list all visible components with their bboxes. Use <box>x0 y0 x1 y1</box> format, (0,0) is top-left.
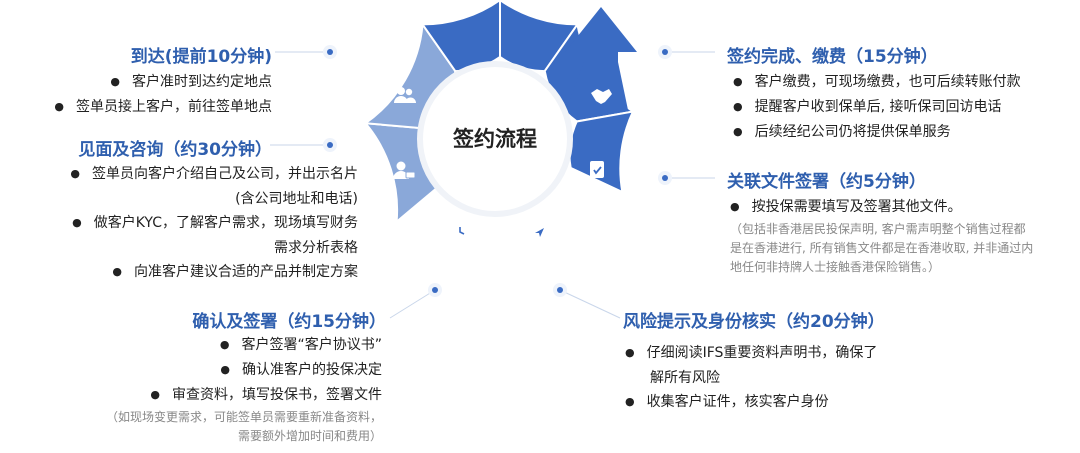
step-title: 确认及签署（约15分钟） <box>192 312 386 332</box>
connector-dot-center <box>432 287 438 293</box>
step-confirm: 确认及签署（约15分钟） <box>100 307 386 332</box>
connector-dot-center <box>662 175 668 181</box>
list-item: 后续经纪公司仍将提供保单服务 <box>733 120 1073 145</box>
note-line: 地任何非持牌人士接触香港保险销售。） <box>730 260 941 274</box>
step-arrival-items: 客户准时到达约定地点 签单员接上客户，前往签单地点 <box>0 70 272 120</box>
list-item: 确认准客户的投保决定 <box>20 358 382 383</box>
arrow-head <box>565 7 637 62</box>
step-title: 见面及咨询（约30分钟） <box>78 140 272 160</box>
list-item: 提醒客户收到保单后, 接听保司回访电话 <box>733 95 1073 120</box>
list-item: 向准客户建议合适的产品并制定方案 <box>0 260 358 285</box>
step-complete-payment-items: 客户缴费，可现场缴费，也可后续转账付款 提醒客户收到保单后, 接听保司回访电话 … <box>733 70 1073 145</box>
list-item: 解所有风险 <box>650 370 720 386</box>
list-item: 按投保需要填写及签署其他文件。 <box>730 195 1075 220</box>
step-risk: 风险提示及身份核实（约20分钟） <box>623 307 923 332</box>
handshake-icon <box>591 89 612 104</box>
note-line: （包括非香港居民投保声明, 客户需声明整个销售过程都 <box>730 222 1026 236</box>
list-item: 做客户KYC，了解客户需求，现场填写财务 <box>0 211 358 236</box>
note-line: 需要额外增加时间和费用） <box>237 429 382 443</box>
step-related-docs: 关联文件签署（约5分钟） <box>727 167 1027 192</box>
step-title: 关联文件签署（约5分钟） <box>727 172 926 192</box>
list-item: 签单员接上客户，前往签单地点 <box>0 95 272 120</box>
connector-dot-center <box>557 287 563 293</box>
ring-segment <box>568 110 635 194</box>
center-circle <box>417 61 573 217</box>
clipboard-check-icon <box>590 161 604 178</box>
step-complete-payment: 签约完成、缴费（15分钟） <box>727 42 1027 67</box>
step-confirm-items: 客户签署“客户协议书” 确认准客户的投保决定 审查资料，填写投保书，签署文件 （… <box>20 333 382 446</box>
user-card-icon <box>393 161 416 179</box>
list-item: 客户签署“客户协议书” <box>20 333 382 358</box>
users-icon <box>394 87 416 103</box>
list-item: 客户缴费，可现场缴费，也可后续转账付款 <box>733 70 1073 95</box>
list-item: 需求分析表格 <box>274 240 358 256</box>
list-item: 仔细阅读IFS重要资料声明书，确保了 <box>625 341 955 366</box>
step-meeting: 见面及咨询（约30分钟） <box>20 135 272 160</box>
list-item: 客户准时到达约定地点 <box>0 70 272 95</box>
list-item: 审查资料，填写投保书，签署文件 <box>20 383 382 408</box>
note-line: （如现场变更需求，可能签单员需要重新准备资料， <box>105 410 382 424</box>
step-meeting-items: 签单员向客户介绍自己及公司，并出示名片 (含公司地址和电话) 做客户KYC，了解… <box>0 162 358 285</box>
connector-dot-center <box>327 142 333 148</box>
connector-dot-center <box>662 49 668 55</box>
step-related-docs-items: 按投保需要填写及签署其他文件。 （包括非香港居民投保声明, 客户需声明整个销售过… <box>730 195 1075 277</box>
center-label: 签约流程 <box>452 127 537 151</box>
list-item: 收集客户证件，核实客户身份 <box>625 390 955 415</box>
step-title: 风险提示及身份核实（约20分钟） <box>623 312 885 332</box>
list-item: 签单员向客户介绍自己及公司，并出示名片 <box>0 162 358 187</box>
send-icon <box>531 224 547 240</box>
arrow-shaft <box>566 62 628 110</box>
connector-dot-center <box>327 49 333 55</box>
clock-icon <box>452 224 468 240</box>
note-line: 是在香港进行, 所有销售文件都是在香港收取, 并非通过内 <box>730 241 1034 255</box>
step-risk-items: 仔细阅读IFS重要资料声明书，确保了 解所有风险 收集客户证件，核实客户身份 <box>625 341 955 415</box>
step-title: 签约完成、缴费（15分钟） <box>727 47 938 67</box>
list-item: (含公司地址和电话) <box>235 191 358 207</box>
step-arrival: 到达(提前10分钟) <box>20 42 272 67</box>
step-title: 到达(提前10分钟) <box>130 47 272 67</box>
